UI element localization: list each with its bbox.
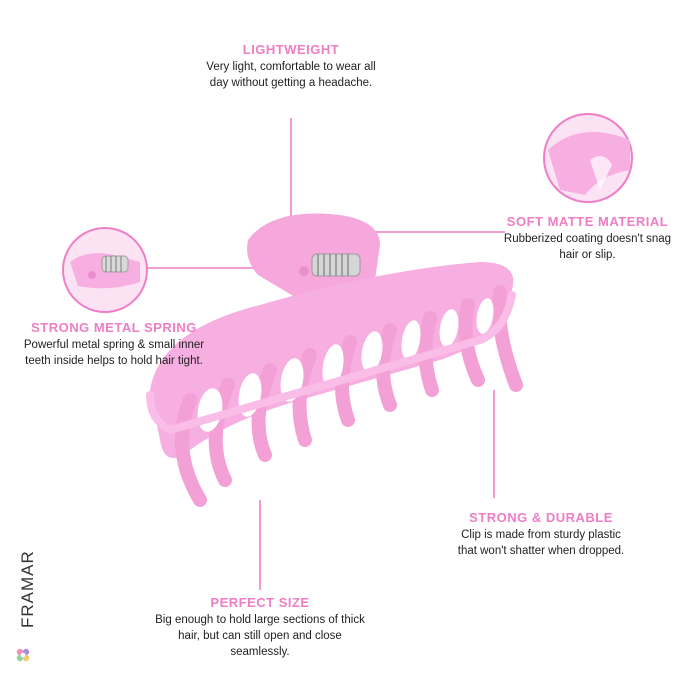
callout-metal-spring: STRONG METAL SPRING Powerful metal sprin… xyxy=(14,320,214,369)
clip-rim xyxy=(146,291,516,435)
callout-title: LIGHTWEIGHT xyxy=(242,42,340,57)
metal-spring xyxy=(299,253,361,277)
callout-perfect-size: PERFECT SIZE Big enough to hold large se… xyxy=(150,595,370,660)
brand-mark xyxy=(6,520,42,670)
callout-body: Big enough to hold large sections of thi… xyxy=(155,614,365,658)
brand-name: FRAMAR xyxy=(18,550,37,628)
callout-lightweight: LIGHTWEIGHT Very light, comfortable to w… xyxy=(196,42,386,91)
callout-soft-matte: SOFT MATTE MATERIAL Rubberized coating d… xyxy=(500,214,675,263)
callout-title: PERFECT SIZE xyxy=(210,595,310,610)
spring-zoom-circle xyxy=(62,227,148,313)
callout-durable: STRONG & DURABLE Clip is made from sturd… xyxy=(456,510,626,559)
callout-body: Clip is made from sturdy plastic that wo… xyxy=(457,529,625,557)
callout-title: STRONG METAL SPRING xyxy=(31,320,197,335)
callout-title: STRONG & DURABLE xyxy=(469,510,613,525)
framar-logo-icon xyxy=(16,648,30,662)
callout-body: Powerful metal spring & small inner teet… xyxy=(23,339,205,367)
callout-title: SOFT MATTE MATERIAL xyxy=(506,214,669,229)
callout-body: Rubberized coating doesn't snag hair or … xyxy=(503,233,672,261)
callout-body: Very light, comfortable to wear all day … xyxy=(206,61,376,89)
matte-zoom-circle xyxy=(543,113,633,203)
